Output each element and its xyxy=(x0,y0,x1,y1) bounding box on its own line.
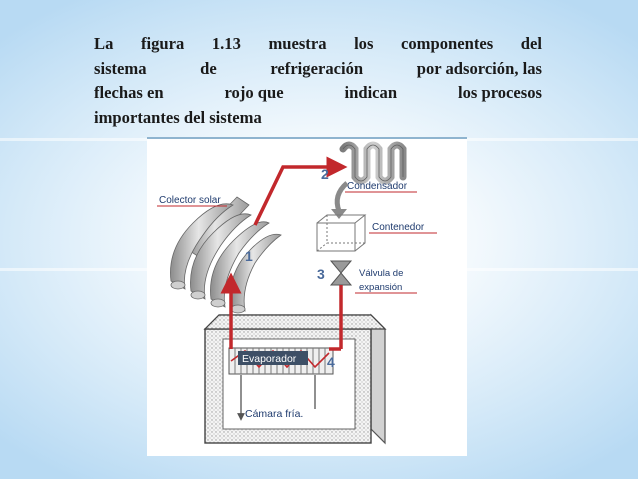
word: indican xyxy=(344,83,398,102)
word: de xyxy=(200,58,217,78)
word: rojo que xyxy=(224,83,284,102)
evaporator-label: Evaporador xyxy=(242,353,297,365)
word: flechas en xyxy=(94,83,164,102)
word: La xyxy=(94,34,114,53)
word: los xyxy=(354,34,374,53)
valve-label-line1: Válvula de xyxy=(359,268,403,279)
condenser-label: Condensador xyxy=(347,181,408,192)
word: 1.13 xyxy=(211,34,241,53)
word: los procesos xyxy=(457,83,542,102)
paragraph-line: La figura 1.13 muestra los componentes d… xyxy=(94,32,542,57)
expansion-valve xyxy=(329,260,353,286)
word: importantes del sistema xyxy=(94,107,262,127)
collector-label: Colector solar xyxy=(159,195,221,206)
step-number-4: 4 xyxy=(327,354,335,370)
word: por adsorción, las xyxy=(416,58,542,78)
container-label: Contenedor xyxy=(372,222,425,233)
word: figura xyxy=(140,34,185,53)
word: del xyxy=(520,34,542,53)
step-number-1: 1 xyxy=(245,248,253,264)
intro-paragraph: La figura 1.13 muestra los componentes d… xyxy=(94,32,542,130)
cold-air-loop xyxy=(237,375,316,421)
paragraph-line: sistema de refrigeración por adsorción, … xyxy=(94,57,542,82)
word: sistema xyxy=(94,58,147,78)
process-arrows xyxy=(220,156,348,351)
word: muestra xyxy=(268,34,327,53)
condensate-arrow xyxy=(334,181,349,212)
condensate-arrow-head xyxy=(331,209,347,219)
cold-chamber-label: Cámara fría. xyxy=(245,408,303,420)
step-number-2: 2 xyxy=(321,166,329,182)
refrigeration-figure: Evaporador Cámara fría. Colector solar xyxy=(147,139,467,456)
paragraph-line: flechas en rojo que indican los procesos xyxy=(94,81,542,106)
valve-label-line2: expansión xyxy=(359,282,402,293)
evaporator xyxy=(228,347,334,375)
container xyxy=(316,214,367,252)
figure-top-rule xyxy=(147,137,467,139)
refrigeration-diagram: Evaporador Cámara fría. Colector solar xyxy=(157,141,437,445)
step-number-3: 3 xyxy=(317,266,325,282)
word: refrigeración xyxy=(270,58,364,78)
solar-collector xyxy=(170,196,282,314)
paragraph-line: importantes del sistema xyxy=(94,106,542,131)
condenser xyxy=(339,141,407,185)
word: componentes xyxy=(401,34,494,53)
